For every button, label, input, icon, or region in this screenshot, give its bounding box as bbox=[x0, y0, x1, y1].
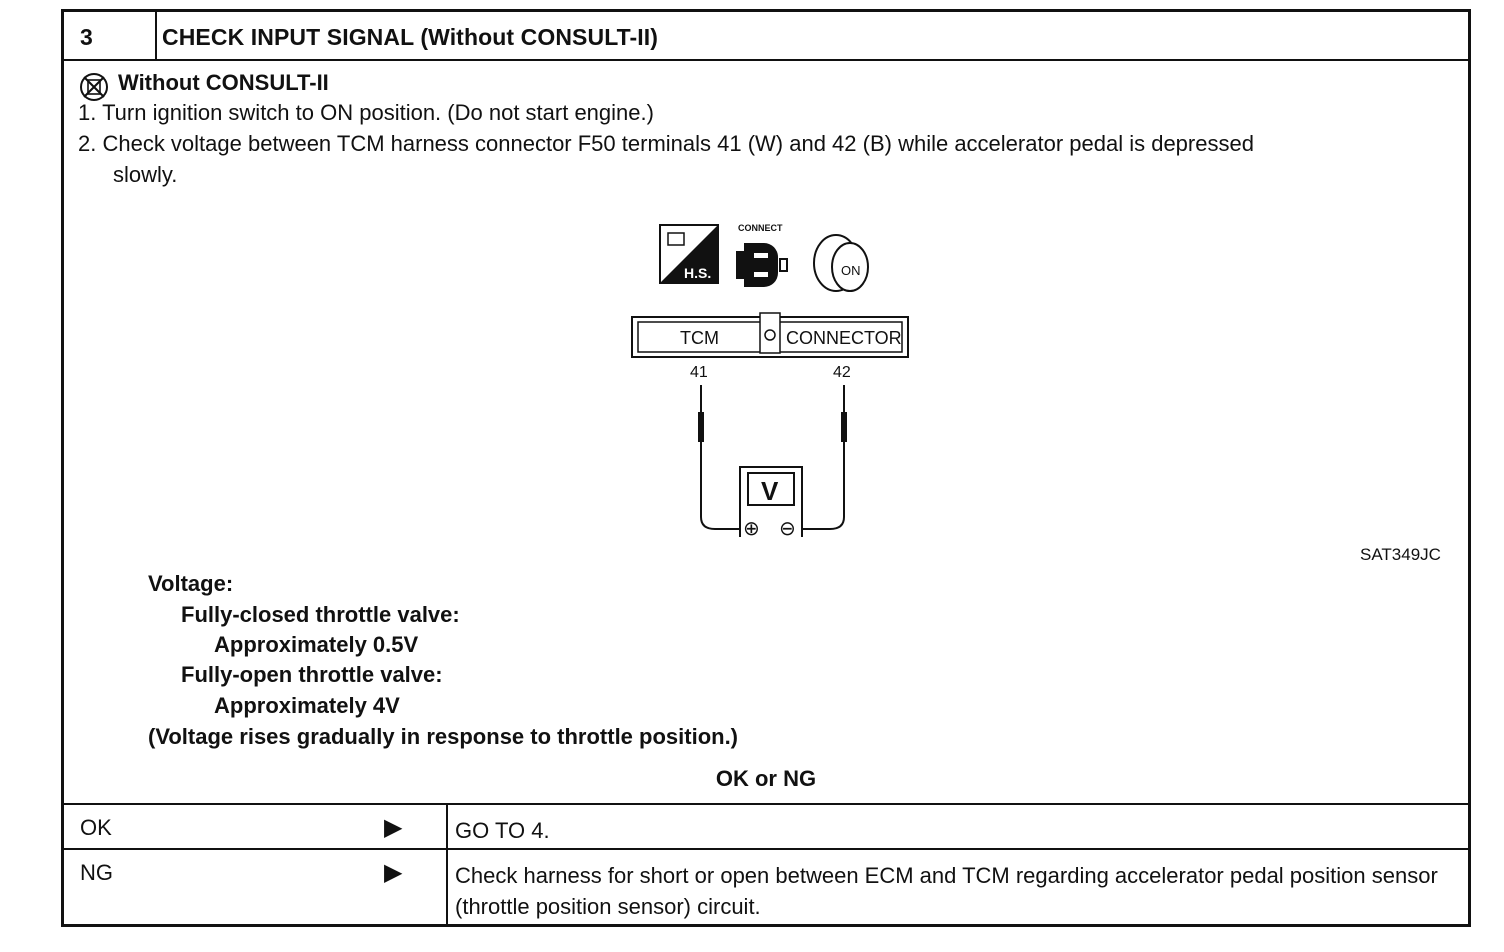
meter-label: V bbox=[761, 476, 779, 506]
procedure-table: 3 CHECK INPUT SIGNAL (Without CONSULT-II… bbox=[61, 9, 1471, 927]
voltage-label: Voltage: bbox=[148, 571, 234, 596]
arrow-icon: ▶ bbox=[384, 859, 403, 886]
step-number: 3 bbox=[80, 24, 93, 50]
terminal-41-label: 41 bbox=[690, 364, 708, 381]
instruction-step-2-cont: slowly. bbox=[113, 162, 178, 187]
result-row-ok: OK ▶ GO TO 4. bbox=[64, 803, 1468, 848]
open-label: Fully-open throttle valve: bbox=[181, 662, 443, 687]
test-leads bbox=[698, 385, 847, 530]
no-consult-icon bbox=[80, 73, 108, 101]
arrow-icon: ▶ bbox=[384, 814, 403, 841]
closed-value: Approximately 0.5V bbox=[214, 632, 419, 657]
instruction-step-1: 1. Turn ignition switch to ON position. … bbox=[78, 100, 654, 125]
connector-label: CONNECTOR bbox=[786, 328, 902, 348]
connect-icon: CONNECT bbox=[736, 223, 788, 287]
step-title: CHECK INPUT SIGNAL (Without CONSULT-II) bbox=[162, 24, 659, 50]
step-number-cell: 3 bbox=[64, 12, 157, 59]
plus-terminal: ⊕ bbox=[743, 516, 760, 537]
on-label: ON bbox=[841, 263, 861, 278]
closed-label: Fully-closed throttle valve: bbox=[181, 602, 460, 627]
voltmeter: V ⊕ ⊖ bbox=[739, 466, 803, 537]
minus-terminal: ⊖ bbox=[779, 516, 796, 537]
result-label: NG bbox=[80, 860, 113, 885]
result-action: GO TO 4. bbox=[455, 818, 550, 843]
wiring-diagram: H.S. CONNECT ON TCM CONNECTOR 41 42 bbox=[631, 223, 909, 537]
result-row-ng: NG ▶ Check harness for short or open bet… bbox=[64, 848, 1468, 926]
open-value: Approximately 4V bbox=[214, 693, 400, 718]
figure-code: SAT349JC bbox=[1360, 545, 1441, 564]
tcm-label: TCM bbox=[680, 328, 719, 348]
step-header: 3 CHECK INPUT SIGNAL (Without CONSULT-II… bbox=[64, 12, 1468, 61]
voltage-note: (Voltage rises gradually in response to … bbox=[148, 724, 739, 749]
connect-label: CONNECT bbox=[738, 223, 783, 233]
mode-label: Without CONSULT-II bbox=[118, 70, 329, 95]
result-action: Check harness for short or open between … bbox=[455, 863, 1438, 919]
instruction-step-2: 2. Check voltage between TCM harness con… bbox=[78, 131, 1254, 156]
hs-label: H.S. bbox=[684, 265, 711, 281]
tcm-connector: TCM CONNECTOR bbox=[631, 312, 909, 358]
hs-icon: H.S. bbox=[659, 224, 719, 284]
ok-or-ng-heading: OK or NG bbox=[715, 766, 817, 791]
ignition-on-icon: ON bbox=[813, 234, 869, 292]
result-label: OK bbox=[80, 815, 112, 840]
terminal-42-label: 42 bbox=[833, 364, 851, 381]
